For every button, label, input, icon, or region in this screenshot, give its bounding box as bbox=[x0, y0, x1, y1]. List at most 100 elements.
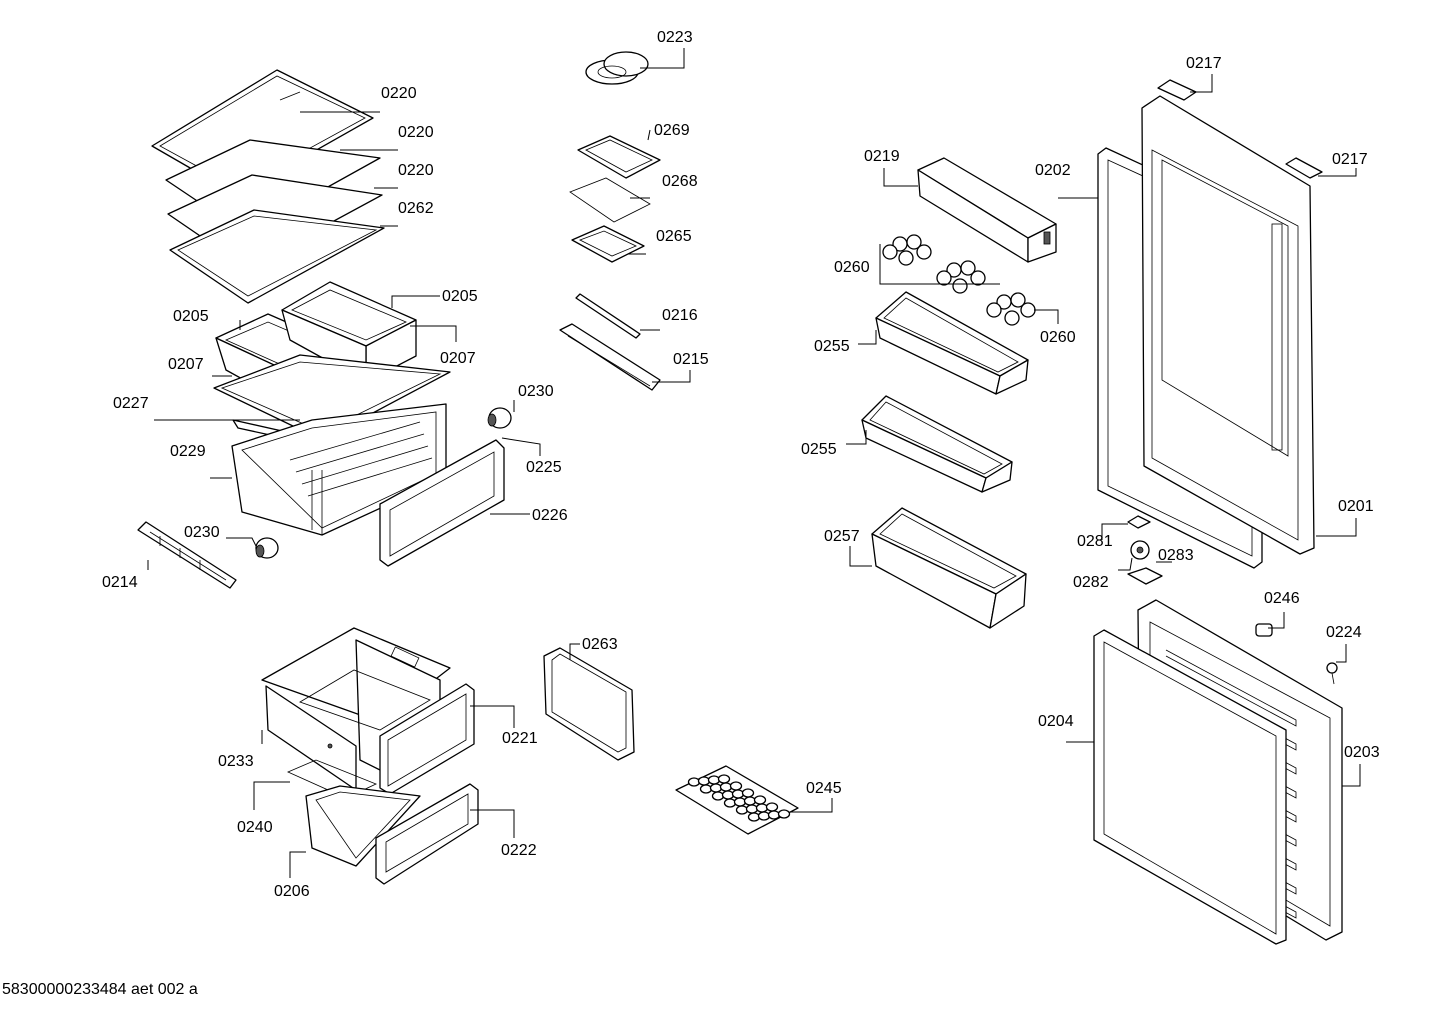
document-code: 58300000233484 aet 002 a bbox=[2, 981, 198, 998]
callout-0220-b: 0220 bbox=[398, 124, 434, 141]
glass-shelf-0262 bbox=[169, 209, 385, 304]
callout-0281: 0281 bbox=[1077, 533, 1113, 550]
egg-tray-0245 bbox=[675, 765, 799, 835]
callout-0220-a: 0220 bbox=[381, 85, 417, 102]
callout-0226: 0226 bbox=[532, 507, 568, 524]
egg-holder-0260-c bbox=[986, 292, 1036, 326]
egg-cup bbox=[719, 782, 733, 792]
callout-0223: 0223 bbox=[657, 29, 693, 46]
egg-cup bbox=[697, 776, 711, 786]
door-shelf-0257 bbox=[871, 507, 1027, 629]
callout-0263: 0263 bbox=[582, 636, 618, 653]
drawer-front-0221 bbox=[379, 683, 475, 795]
panel-0263 bbox=[543, 647, 635, 761]
egg-cup bbox=[731, 789, 745, 799]
callout-0205-a: 0205 bbox=[173, 308, 209, 325]
callout-0269: 0269 bbox=[654, 122, 690, 139]
drawer-front-0226 bbox=[379, 439, 505, 567]
callout-0265: 0265 bbox=[656, 228, 692, 245]
callout-0201: 0201 bbox=[1338, 498, 1374, 515]
callout-0204: 0204 bbox=[1038, 713, 1074, 730]
crisper-cover-0207 bbox=[213, 354, 451, 441]
callout-0268: 0268 bbox=[662, 173, 698, 190]
egg-cup bbox=[755, 803, 769, 813]
egg-cup bbox=[733, 797, 747, 807]
roller-0230-lower bbox=[255, 537, 279, 559]
egg-cup bbox=[699, 784, 713, 794]
freezer-gasket-0204 bbox=[1093, 629, 1287, 945]
callout-0260-b: 0260 bbox=[1040, 329, 1076, 346]
callout-0221: 0221 bbox=[502, 730, 538, 747]
callout-0216: 0216 bbox=[662, 307, 698, 324]
callout-0255-a: 0255 bbox=[814, 338, 850, 355]
rail-0214 bbox=[137, 521, 237, 589]
egg-cup bbox=[745, 804, 759, 814]
callout-0233: 0233 bbox=[218, 753, 254, 770]
egg-holder-0260-a bbox=[882, 234, 932, 266]
drawer-front-0222 bbox=[375, 783, 479, 885]
egg-cup bbox=[765, 802, 779, 812]
callout-0206: 0206 bbox=[274, 883, 310, 900]
roller-0230-upper bbox=[487, 407, 512, 429]
callout-0257: 0257 bbox=[824, 528, 860, 545]
callout-0262: 0262 bbox=[398, 200, 434, 217]
callout-0282: 0282 bbox=[1073, 574, 1109, 591]
callout-0207-b: 0207 bbox=[440, 350, 476, 367]
callout-0240: 0240 bbox=[237, 819, 273, 836]
strip-0216 bbox=[575, 293, 641, 339]
callout-0283: 0283 bbox=[1158, 547, 1194, 564]
callout-0205-b: 0205 bbox=[442, 288, 478, 305]
tray-0265 bbox=[571, 225, 645, 263]
callout-0207-a: 0207 bbox=[168, 356, 204, 373]
callout-0220-c: 0220 bbox=[398, 162, 434, 179]
cap-0246 bbox=[1255, 623, 1273, 637]
callout-labels: 0220 0220 0220 0262 0223 0269 0268 0265 … bbox=[102, 29, 1380, 900]
egg-cup bbox=[721, 790, 735, 800]
cap-0217-b bbox=[1285, 157, 1323, 179]
callout-0225: 0225 bbox=[526, 459, 562, 476]
callout-0224: 0224 bbox=[1326, 624, 1362, 641]
egg-cup bbox=[741, 788, 755, 798]
egg-cup bbox=[735, 805, 749, 815]
egg-cup bbox=[753, 795, 767, 805]
film-0268 bbox=[569, 177, 651, 223]
egg-cup bbox=[687, 777, 701, 787]
egg-cup bbox=[707, 775, 721, 785]
clip-0223 bbox=[585, 51, 649, 85]
rail-0215 bbox=[559, 323, 661, 391]
hinge-0282 bbox=[1130, 540, 1150, 560]
egg-cup bbox=[743, 796, 757, 806]
callout-0230-a: 0230 bbox=[518, 383, 554, 400]
callout-0222: 0222 bbox=[501, 842, 537, 859]
door-0201 bbox=[1141, 95, 1315, 555]
callout-0217-b: 0217 bbox=[1332, 151, 1368, 168]
callout-0230-b: 0230 bbox=[184, 524, 220, 541]
egg-holder-0260-b bbox=[936, 260, 986, 294]
egg-cup bbox=[711, 791, 725, 801]
door-shelf-0255-lower bbox=[861, 395, 1013, 493]
egg-cup bbox=[709, 783, 723, 793]
egg-cup bbox=[757, 811, 771, 821]
egg-cup bbox=[717, 774, 731, 784]
door-shelf-0219 bbox=[917, 157, 1057, 263]
callout-0203: 0203 bbox=[1344, 744, 1380, 761]
callout-0245: 0245 bbox=[806, 780, 842, 797]
hinge-cover-0281 bbox=[1127, 515, 1151, 529]
hinge-0283 bbox=[1127, 567, 1163, 585]
callout-0217-a: 0217 bbox=[1186, 55, 1222, 72]
leader-lines bbox=[147, 48, 1361, 878]
callout-0227: 0227 bbox=[113, 395, 149, 412]
screw-0224 bbox=[1326, 662, 1338, 685]
cap-0217-a bbox=[1157, 79, 1197, 101]
door-rib bbox=[1165, 649, 1297, 727]
egg-cup bbox=[747, 812, 761, 822]
callout-0255-b: 0255 bbox=[801, 441, 837, 458]
callout-0260-a: 0260 bbox=[834, 259, 870, 276]
callout-0214: 0214 bbox=[102, 574, 138, 591]
callout-0202: 0202 bbox=[1035, 162, 1071, 179]
callout-0246: 0246 bbox=[1264, 590, 1300, 607]
door-shelf-0255-upper bbox=[875, 291, 1029, 395]
callout-0219: 0219 bbox=[864, 148, 900, 165]
drawer-0233 bbox=[261, 627, 451, 791]
